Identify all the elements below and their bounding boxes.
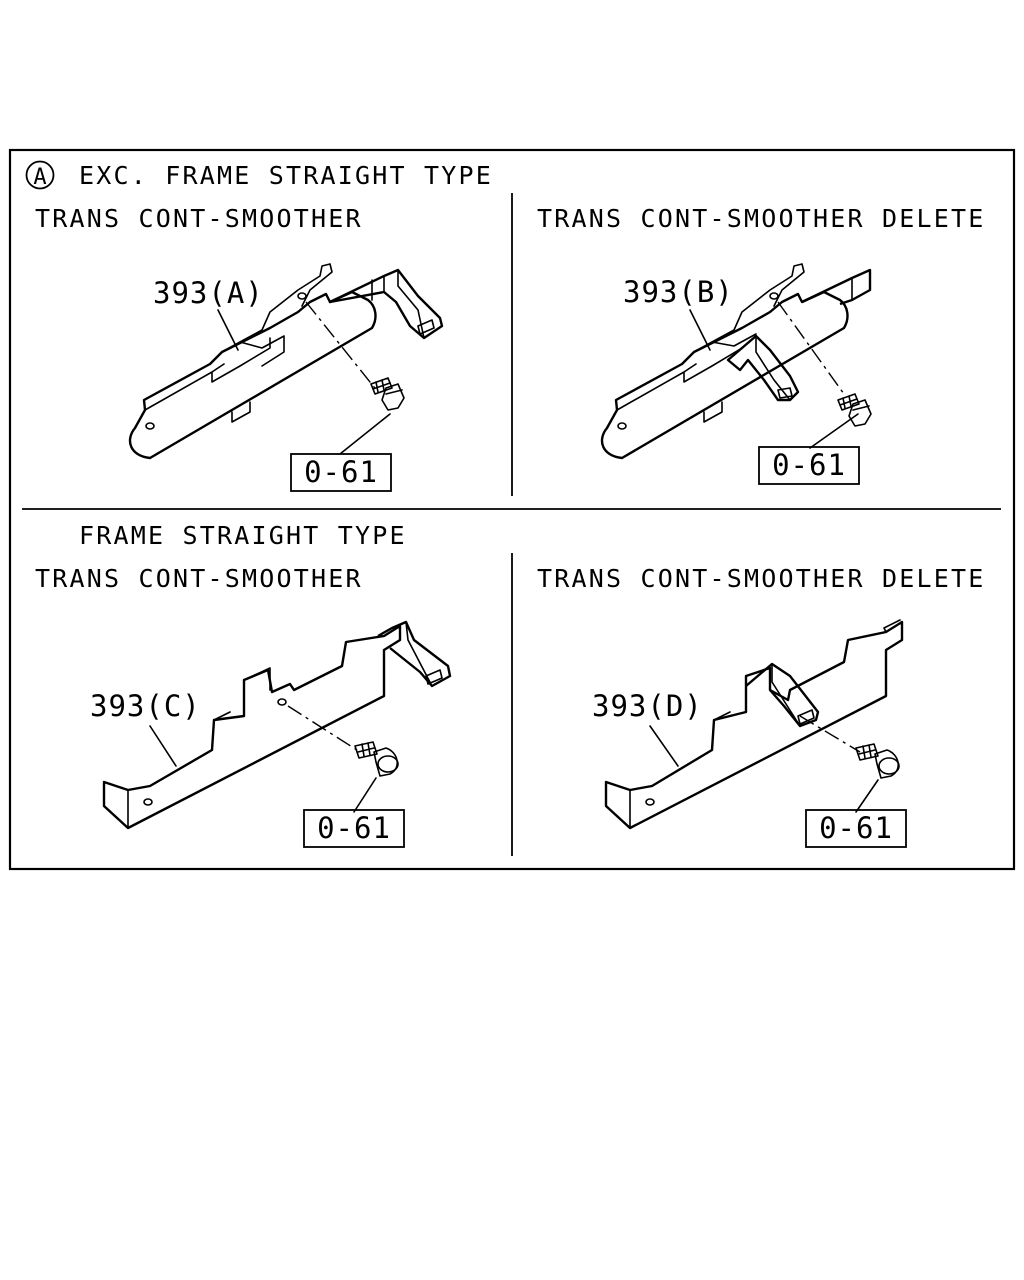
panel-b-bolt [837, 393, 872, 427]
panel-a-bolt [370, 377, 405, 411]
outer-frame [8, 148, 1016, 871]
panel-d-bolt [855, 743, 900, 779]
panel-d-ref-box [805, 809, 907, 848]
panel-c-part-label: 393(C) [90, 689, 201, 723]
section-title-top: EXC. FRAME STRAIGHT TYPE [79, 161, 493, 190]
panel-b-part-label: 393(B) [623, 275, 734, 309]
panel-b-ref-box [758, 446, 860, 485]
panel-b-drawing: 393(B) 0-61 [600, 263, 872, 485]
circle-letter: A [33, 165, 46, 190]
panel-c-ref-label: 0-61 [317, 811, 391, 845]
panel-b-subtitle: TRANS CONT-SMOOTHER DELETE [537, 204, 986, 233]
section-title-bottom: FRAME STRAIGHT TYPE [79, 521, 407, 550]
panel-c-ref-box [303, 809, 405, 848]
panel-a-subtitle: TRANS CONT-SMOOTHER [35, 204, 363, 233]
panel-d-ref-label: 0-61 [819, 811, 893, 845]
panel-a-ref-label: 0-61 [304, 455, 378, 489]
panel-c-bolt [354, 741, 399, 777]
panel-a-ref-box [290, 453, 392, 492]
panel-c-subtitle: TRANS CONT-SMOOTHER [35, 564, 363, 593]
circled-letter-badge: A [25, 160, 55, 190]
panel-a-part-label: 393(A) [153, 276, 264, 310]
panel-d-part-label: 393(D) [592, 689, 703, 723]
panel-c-drawing: 393(C) 0-61 [90, 620, 452, 848]
panel-d-drawing: 393(D) 0-61 [592, 619, 907, 848]
panel-a-drawing: 393(A) 0-61 [128, 263, 444, 492]
panel-d-subtitle: TRANS CONT-SMOOTHER DELETE [537, 564, 986, 593]
panel-b-ref-label: 0-61 [772, 448, 846, 482]
